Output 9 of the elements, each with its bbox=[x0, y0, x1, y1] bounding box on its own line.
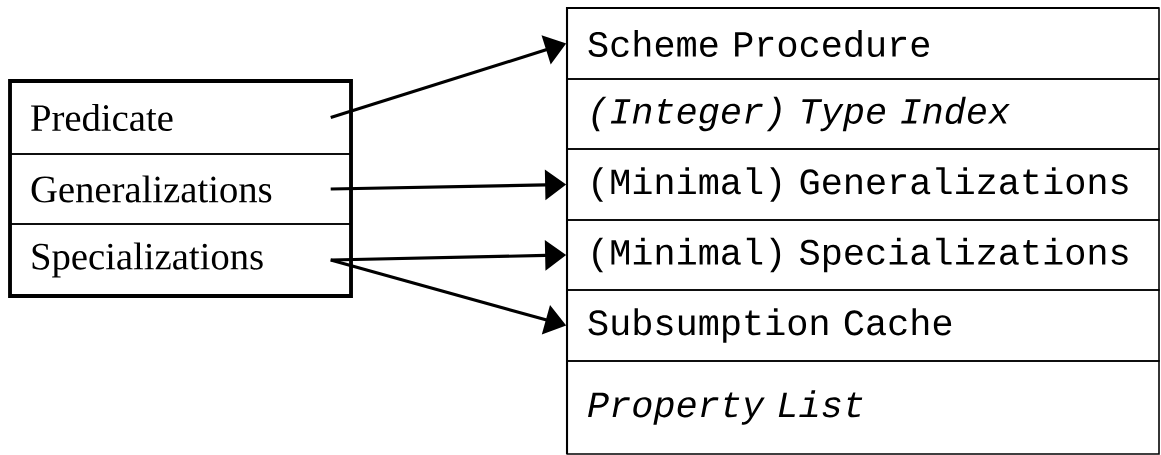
table-cell: (Integer) Type Index bbox=[566, 78, 1160, 150]
table-cell: Subsumption Cache bbox=[566, 289, 1160, 362]
table-cell: (Minimal) Generalizations bbox=[566, 148, 1160, 221]
table-cell: Generalizations bbox=[9, 153, 352, 225]
table-cell: (Minimal) Specializations bbox=[566, 219, 1160, 291]
table-cell: Specializations bbox=[9, 223, 352, 297]
table-cell: Scheme Procedure bbox=[566, 7, 1160, 80]
table-cell: Property List bbox=[566, 360, 1160, 455]
table-cell: Predicate bbox=[9, 80, 352, 155]
